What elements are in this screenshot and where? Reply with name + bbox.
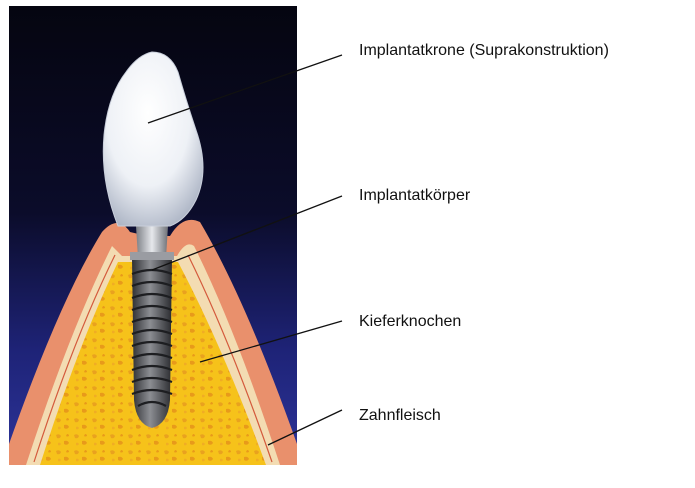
gum-label: Zahnfleisch — [359, 407, 441, 425]
abutment-collar — [130, 252, 174, 260]
implant-body-label: Implantatkörper — [359, 187, 470, 205]
crown-label: Implantatkrone (Suprakonstruktion) — [359, 42, 609, 60]
jawbone-label: Kieferknochen — [359, 313, 461, 331]
